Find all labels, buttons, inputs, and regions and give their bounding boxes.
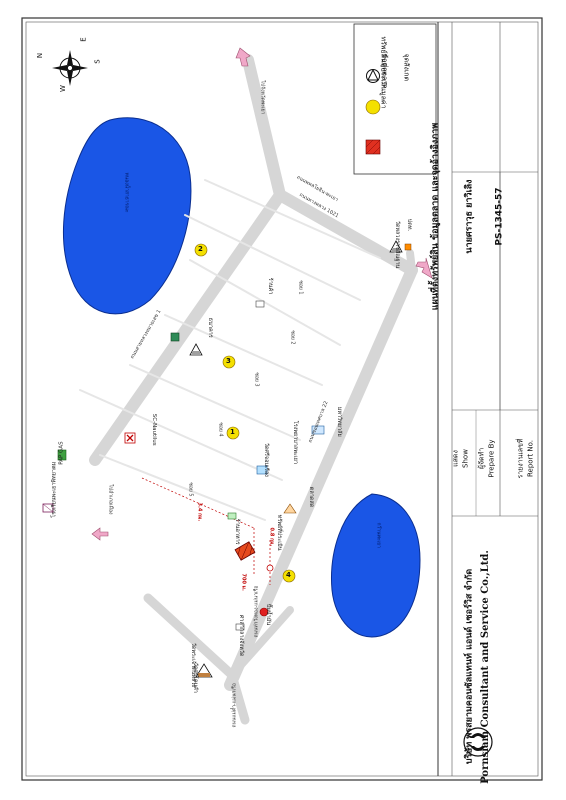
hospital-icon (256, 465, 268, 475)
soi-4-label: ซอย 4 (217, 422, 224, 437)
outer-frame (21, 17, 543, 781)
soi-2-label: ซอย 2 (289, 330, 296, 345)
prepare-label-en: Prepare By (487, 439, 496, 478)
place-label-city-hall: ศาลากลางจังหวัด (237, 614, 244, 657)
place-label-restaurant: ร้านอาหาร (233, 518, 240, 545)
school-icon (42, 503, 54, 513)
temple-icon-2 (389, 240, 403, 253)
show-label-th: แสดง (451, 450, 460, 467)
distance-label-2: 0.8 กม. (268, 527, 275, 547)
place-label-market: ตลาดสด (307, 486, 314, 508)
legend-reference-label: จุดสังเกต (402, 53, 411, 82)
road-label-1: ไปจังหวัดพะเยา (259, 80, 266, 115)
lake-north (62, 117, 192, 315)
distance-label-3: 700 ม. (240, 573, 247, 591)
company-name-en: Pornsiam Consultant and Service Co.,Ltd. (480, 550, 491, 784)
compass-icon (52, 50, 88, 86)
soi-5-label: ซอย 5 (187, 482, 194, 497)
ptt-icon (404, 243, 412, 251)
comparable-number-1: 1 (230, 428, 235, 436)
report-label-th: รายงานเลขที่ (516, 438, 525, 479)
prepare-value: นายศราวุธ ยาวิเลิง (464, 179, 475, 254)
fuel-station-icon (259, 607, 269, 617)
market-icon (283, 503, 297, 514)
compass-label-w: W (58, 85, 67, 92)
place-label-bank: ธนาคาร (206, 317, 213, 338)
comparable-marker-1 (226, 426, 240, 440)
compass-label-e: E (79, 37, 88, 42)
comparable-number-4: 4 (286, 571, 291, 579)
inner-frame (25, 21, 539, 777)
bank-icon (170, 332, 180, 342)
comparable-number-3: 3 (226, 357, 231, 365)
report-label-en: Report No. (526, 439, 535, 478)
temple-icon (189, 343, 203, 356)
soi-3-label: ซอย 3 (253, 372, 260, 387)
place-label-shop: ร้านค้า (266, 277, 273, 295)
distance-label-1: 3.4 กม. (196, 502, 203, 522)
company-name-th: บริษัท พรสยามคอนซัลแทนท์ แอนด์ เซอร์วิส … (464, 568, 475, 765)
comparable-marker-3 (222, 355, 236, 369)
compass-label-n: N (36, 52, 45, 59)
road-label-7: ถนนท่าวังทอง-แม่นาเรือ (253, 585, 260, 638)
comparable-marker-2 (194, 243, 208, 257)
legend-comparable-icon (365, 99, 381, 115)
place-label-fuel: ปั๊มน้ำมัน (264, 603, 271, 626)
place-label-sc: SC-Nautilus (150, 413, 157, 446)
city-hall-icon (235, 623, 245, 631)
place-label-school: โรงเรียนพะเยาพิทยาคม (51, 461, 58, 518)
arrow-west-road (91, 527, 109, 541)
place-label-subject: ทรัพย์ที่ประเมิน (275, 514, 282, 551)
roads (79, 54, 418, 725)
arrow-north-road (235, 47, 251, 67)
soi-1-label: ซอย 1 (297, 280, 304, 295)
lake-label-north: หนองน้ำสาธารณะ (123, 172, 130, 213)
subject-property-icon (234, 541, 256, 561)
place-label-university: มหาวิทยาลัย (335, 406, 342, 437)
legend-comparable-label: ข้อมูลตลาด (380, 53, 389, 89)
landmark-icons (42, 240, 412, 678)
company-logo-icon (463, 727, 493, 757)
place-label-temple: วัดศรีจอมเรือง (262, 442, 269, 477)
restaurant-icon (227, 512, 237, 520)
shop-icon (255, 300, 265, 308)
show-label-en: Show (461, 449, 470, 468)
temple-icon-3 (195, 663, 213, 678)
comparable-number-2: 2 (198, 245, 203, 253)
show-value: แผนที่ตั้งทรัพย์สิน ข้อมูลตลาด และจุดอ้า… (430, 122, 441, 311)
lake-label-south: กว๊านพะเยา (375, 522, 382, 549)
compass-label-s: S (93, 59, 102, 64)
place-label-temple-2: วัดหลวงราชสัณฐาน (393, 220, 400, 269)
place-label-temple-4: วัดศรีโคมคำ (191, 662, 198, 693)
road-label-6: ไปอำเภอเมือง (107, 484, 114, 515)
place-label-ptt: ปตท. (405, 218, 412, 232)
comparable-marker-4 (282, 569, 296, 583)
sc-logo-icon (124, 432, 136, 444)
arrow-east-road (415, 257, 433, 279)
report-value: PS-1345-57 (494, 187, 505, 246)
legend-reference-icon (366, 69, 380, 83)
university-icon (311, 425, 325, 435)
gas-station-icon (57, 449, 67, 461)
place-label-pap-gas: PAP GAS (58, 441, 65, 465)
prepare-label-th: ผู้จัดทำ (477, 447, 486, 470)
place-label-hospital: โรงพยาบาลพะเยา (291, 420, 298, 465)
lake-south (331, 493, 421, 638)
